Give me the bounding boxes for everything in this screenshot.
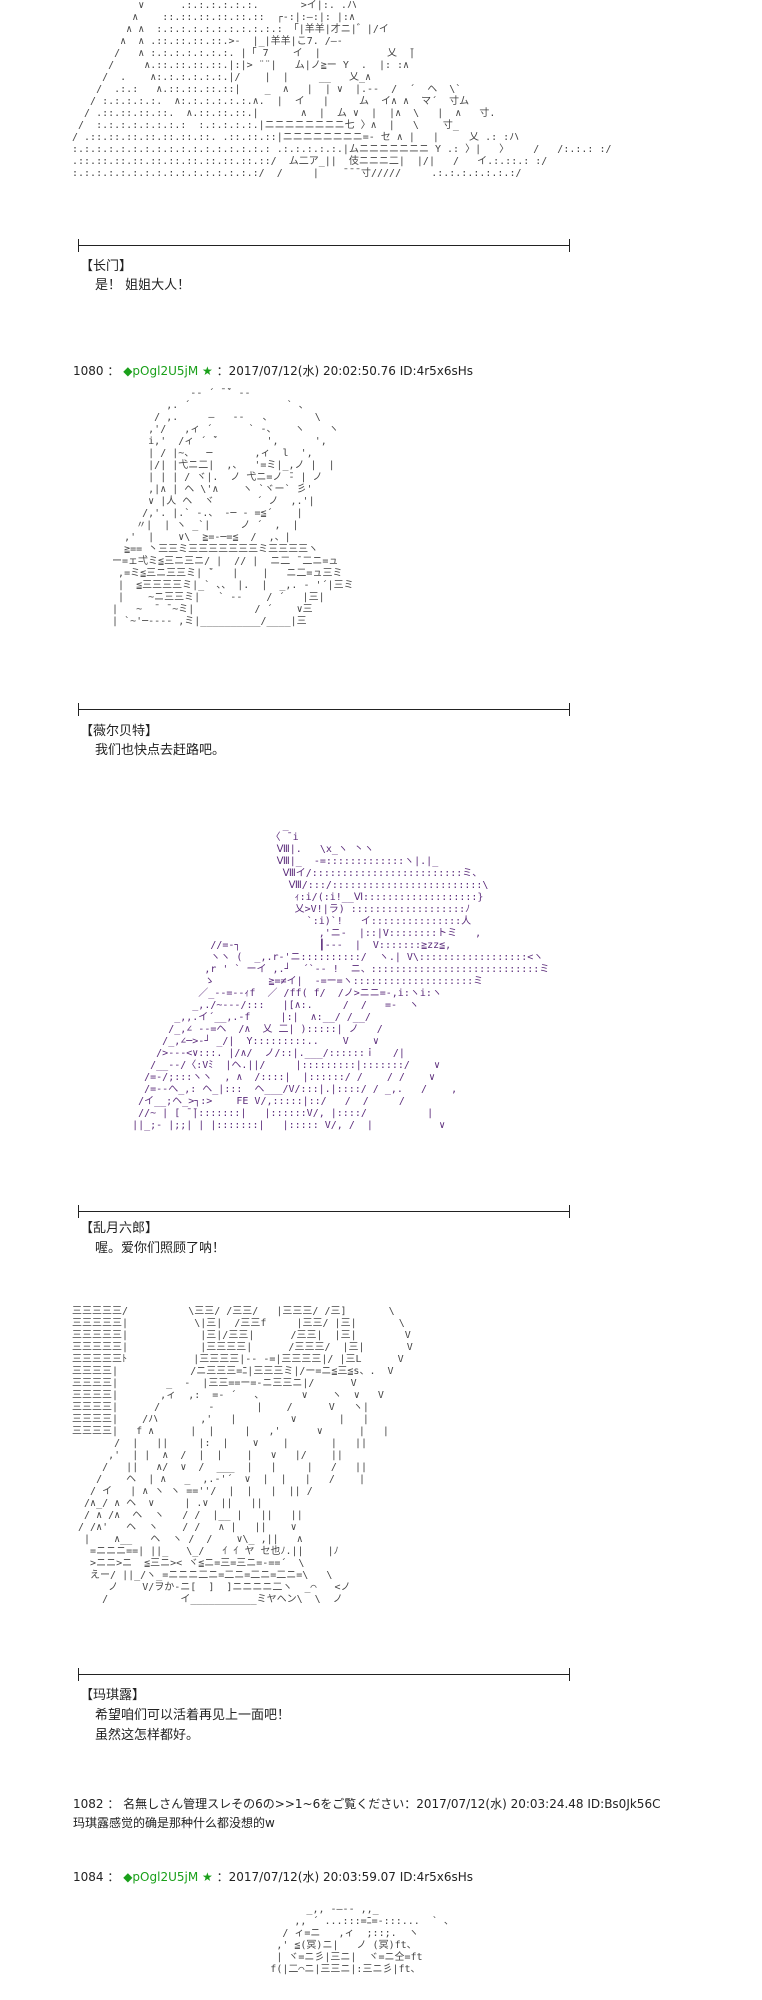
divider-tick xyxy=(569,1668,570,1681)
tripcode-link[interactable]: ◆pOgl2U5jM xyxy=(123,1870,199,1884)
post-number: 1080 xyxy=(73,364,104,378)
post-header: 1084 ： ◆pOgl2U5jM ★ ：2017/07/12(水) 20:03… xyxy=(73,1870,474,1884)
star-icon: ★ xyxy=(202,364,213,378)
ascii-art-magilou: 三三三三三/ \三三/ /三三/ |三三三/ /三] \ 三三三三三| \|三|… xyxy=(72,1306,413,1605)
post-datetime: ：2017/07/12(水) 20:02:50.76 ID:4r5x6sHs xyxy=(216,364,474,378)
dialogue-line: 希望咱们可以活着再见上一面吧！ xyxy=(95,1708,291,1723)
speaker-name: 【薇尔贝特】 xyxy=(80,724,159,739)
tripcode-link[interactable]: ◆pOgl2U5jM xyxy=(123,364,199,378)
ascii-art-velvet: -‐ ´ ̄ ̄` ‐- ,. ´ ` 、 / ,. ― ‐- 、 \ ,'/ … xyxy=(112,388,354,627)
divider-tick xyxy=(569,239,570,252)
speaker-name: 【长门】 xyxy=(80,259,133,274)
dialogue-line: 虽然这怎样都好。 xyxy=(95,1728,200,1743)
divider xyxy=(78,1211,570,1212)
ascii-art-post-1084: _,, -―‐- ,,_ ,, ´ ...:::=ﾆ=‐:::... ` 、 /… xyxy=(270,1904,454,1975)
divider xyxy=(78,245,570,246)
divider-tick xyxy=(569,1205,570,1218)
divider-tick xyxy=(78,1668,79,1681)
divider xyxy=(78,709,570,710)
divider xyxy=(78,1674,570,1675)
dialogue-line: 我们也快点去赶路吧。 xyxy=(95,743,226,758)
speaker-name: 【玛琪露】 xyxy=(80,1688,146,1703)
dialogue-line: 喔。爱你们照顾了呐！ xyxy=(95,1241,226,1256)
divider-tick xyxy=(78,1205,79,1218)
divider-tick xyxy=(569,703,570,716)
post-number: 1084 xyxy=(73,1870,104,1884)
post-datetime: ：2017/07/12(水) 20:03:59.07 ID:4r5x6sHs xyxy=(216,1870,474,1884)
post-header: 1082 ： 名無しさん管理スレその6の>>1~6をご覧ください：2017/07… xyxy=(73,1797,661,1811)
ascii-art-nagato: ∨ .:.:.:.:.:.:. >イ|:. .ハ ∧ ::.::.::.::.:… xyxy=(72,0,612,179)
ascii-art-rokuro: _ 〈 ̄ i Ⅷ|. \x_ヽ 丶ヽ Ⅷ|_ ‐=:::::::::::::ヽ… xyxy=(132,820,550,1131)
star-icon: ★ xyxy=(202,1870,213,1884)
dialogue-line: 是！ 姐姐大人！ xyxy=(95,278,191,293)
divider-tick xyxy=(78,239,79,252)
post-body: 玛琪露感觉的确是那种什么都没想的w xyxy=(73,1816,275,1830)
post-header: 1080 ： ◆pOgl2U5jM ★ ：2017/07/12(水) 20:02… xyxy=(73,364,474,378)
speaker-name: 【乱月六郎】 xyxy=(80,1221,159,1236)
divider-tick xyxy=(78,703,79,716)
